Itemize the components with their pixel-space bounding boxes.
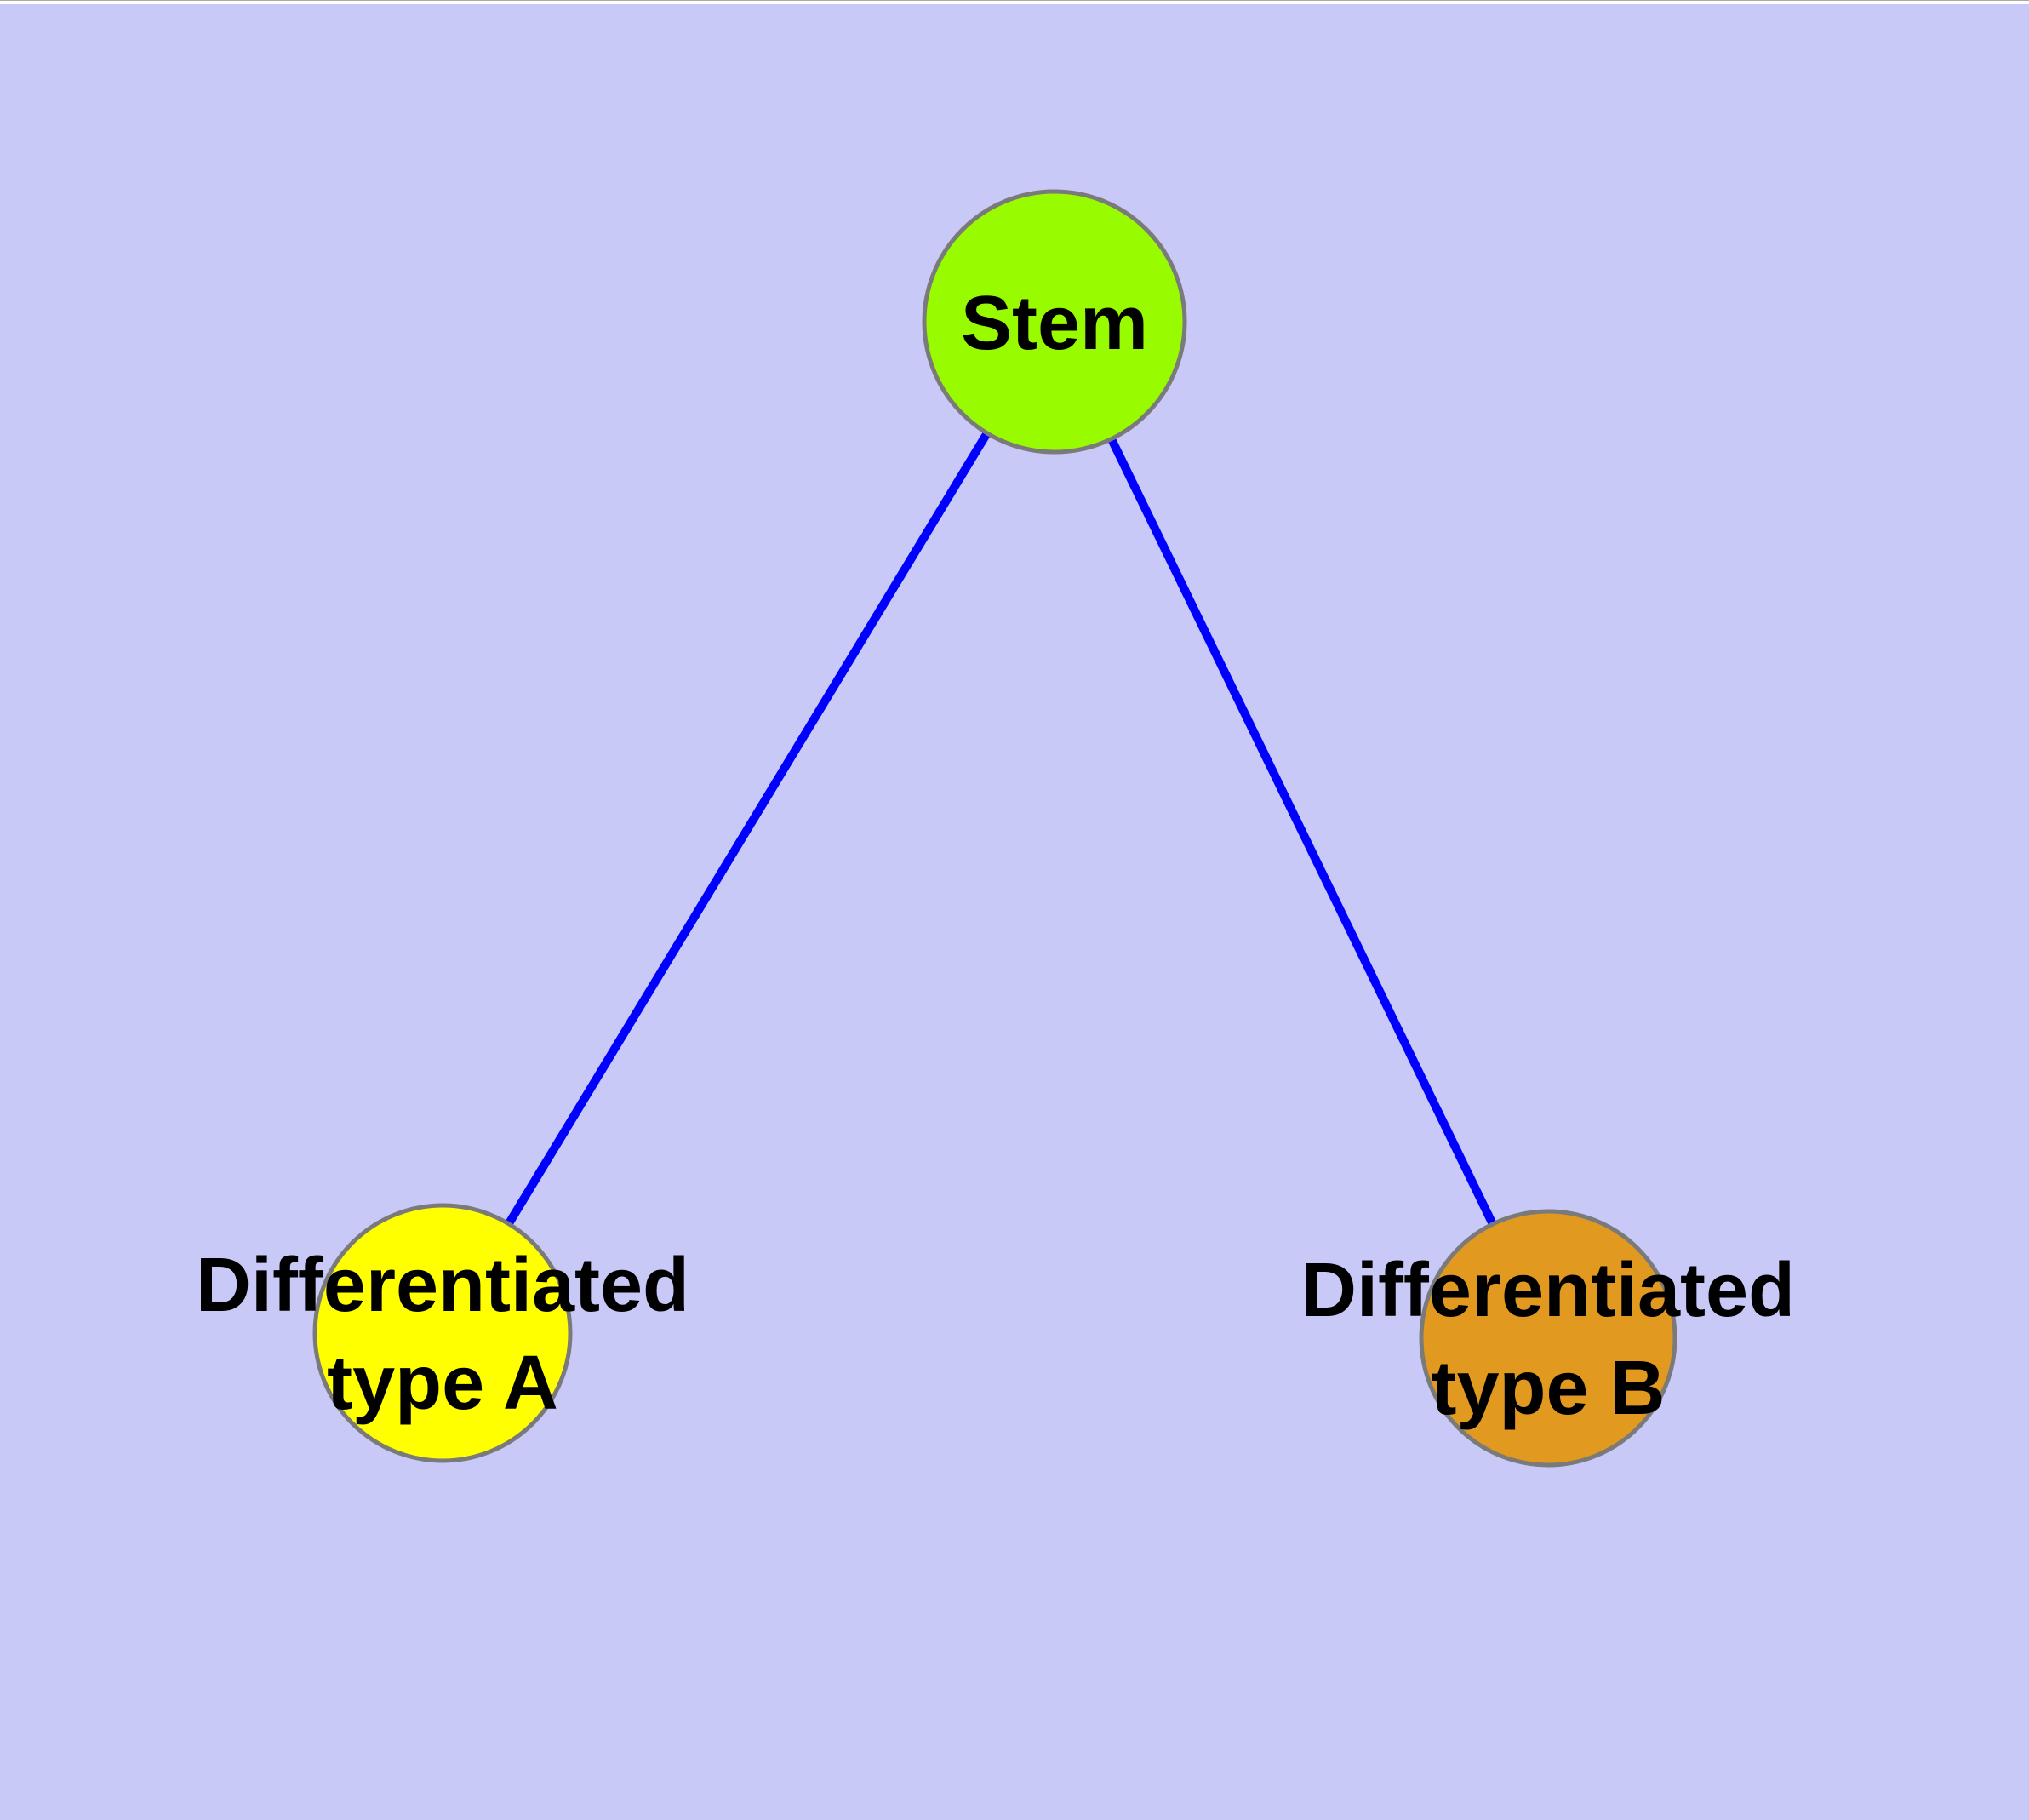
node-type-b-label-line2: type B: [1431, 1346, 1665, 1431]
node-differentiated-type-a: Differentiated type A: [196, 1203, 689, 1463]
node-stem-label: Stem: [961, 281, 1148, 366]
node-type-a-circle: [312, 1203, 573, 1463]
graph-svg: Stem Differentiated type A Differentiate…: [0, 4, 2029, 1820]
node-type-a-label-line1: Differentiated: [196, 1243, 689, 1328]
window-edge-strip: [0, 0, 2029, 4]
node-type-a-label-line2: type A: [327, 1341, 558, 1426]
edge-group: [438, 319, 1552, 1341]
node-type-b-label-line1: Differentiated: [1301, 1248, 1795, 1333]
edge-stem-to-type-b: [1050, 319, 1552, 1341]
edge-stem-to-type-a: [438, 319, 1059, 1336]
node-stem: Stem: [922, 189, 1187, 455]
node-type-b-circle: [1419, 1209, 1677, 1468]
diagram-canvas: Stem Differentiated type A Differentiate…: [0, 4, 2029, 1820]
node-stem-circle: [922, 189, 1187, 455]
node-differentiated-type-b: Differentiated type B: [1301, 1209, 1795, 1468]
